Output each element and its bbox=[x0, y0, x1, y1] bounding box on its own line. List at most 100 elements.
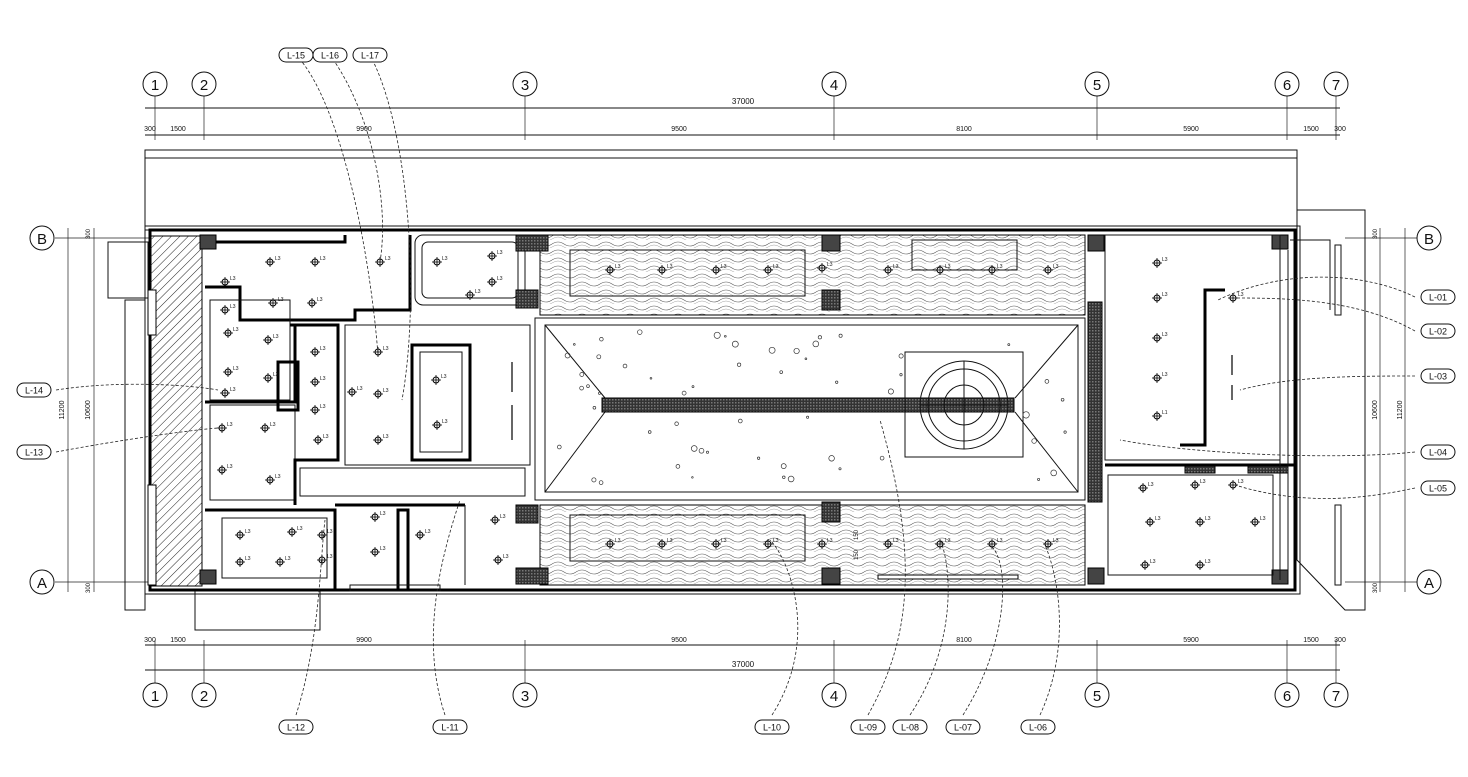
lamp-label: L3 bbox=[275, 256, 281, 262]
small-dim-1: 150 bbox=[854, 529, 860, 540]
grid-col-bubble-top-7: 7 bbox=[1332, 77, 1340, 94]
left-dim-overall: 11200 bbox=[59, 400, 66, 419]
lamp-fixture: L3 bbox=[763, 264, 779, 275]
lamp-fixture: L3 bbox=[1152, 332, 1168, 343]
callout-tag-l-12: L-12 bbox=[278, 719, 314, 735]
callout-tag-l-02: L-02 bbox=[1420, 323, 1456, 339]
grid-col-bubble-bottom-1: 1 bbox=[151, 688, 159, 705]
downlight-dot bbox=[564, 352, 571, 359]
lamp-label: L3 bbox=[615, 264, 621, 270]
lamp-fixture: L3 bbox=[220, 387, 236, 398]
lamp-label: L3 bbox=[230, 304, 236, 310]
lamp-fixture: L3 bbox=[1195, 516, 1211, 527]
callout-label: L-17 bbox=[361, 51, 379, 61]
lamp-fixture: L3 bbox=[263, 334, 279, 345]
lamp-fixture: L3 bbox=[605, 538, 621, 549]
lamp-label: L3 bbox=[273, 372, 279, 378]
bottom-total-dim: 37000 bbox=[732, 660, 755, 669]
downlight-dot bbox=[828, 455, 835, 462]
downlight-dot bbox=[899, 373, 903, 377]
lamp-fixture: L3 bbox=[220, 304, 236, 315]
grid-col-bubble-bottom-7: 7 bbox=[1332, 688, 1340, 705]
lamp-label: L3 bbox=[773, 538, 779, 544]
lamp-fixture: L3 bbox=[1138, 482, 1154, 493]
building-outline bbox=[107, 149, 1366, 631]
lamp-fixture: L3 bbox=[817, 538, 833, 549]
callout-tag-l-05: L-05 bbox=[1420, 480, 1456, 496]
downlight-dot bbox=[1007, 343, 1011, 346]
lamp-label: L3 bbox=[1148, 482, 1154, 488]
downlight-dot bbox=[1050, 469, 1057, 477]
left-dim-edge-bottom: 300 bbox=[86, 582, 92, 593]
downlight-dot bbox=[579, 372, 585, 377]
lamp-fixture: L3 bbox=[260, 422, 276, 433]
callout-label: L-03 bbox=[1429, 372, 1447, 382]
callout-label: L-07 bbox=[954, 723, 972, 733]
callout-label: L-04 bbox=[1429, 448, 1447, 458]
lamp-fixture: L3 bbox=[657, 264, 673, 275]
callout-tag-l-07: L-07 bbox=[945, 719, 981, 735]
lamp-fixture: L3 bbox=[1228, 292, 1244, 303]
lamp-label: L3 bbox=[615, 538, 621, 544]
lamp-fixture: L3 bbox=[487, 276, 503, 287]
lamp-fixture: L3 bbox=[275, 556, 291, 567]
downlight-dot bbox=[591, 477, 597, 483]
lamp-fixture: L3 bbox=[235, 556, 251, 567]
bottom-dim-seg-3: 9900 bbox=[356, 637, 372, 644]
lamp-fixture: L3 bbox=[490, 514, 506, 525]
callout-label: L-16 bbox=[321, 51, 339, 61]
downlight-dot bbox=[738, 418, 743, 424]
lamp-label: L3 bbox=[385, 256, 391, 262]
lamp-fixture: L3 bbox=[265, 256, 281, 267]
lamp-fixture: L3 bbox=[1190, 479, 1206, 490]
lamp-label: L3 bbox=[1205, 516, 1211, 522]
lamp-label: L3 bbox=[997, 538, 1003, 544]
lamp-fixture: L3 bbox=[883, 538, 899, 549]
downlight-dot bbox=[649, 376, 653, 380]
downlight-dot bbox=[622, 363, 628, 369]
callout-tag-l-03: L-03 bbox=[1420, 368, 1456, 384]
downlight-dot bbox=[573, 343, 576, 346]
downlight-dot bbox=[724, 334, 727, 338]
lamp-label: L3 bbox=[383, 388, 389, 394]
lamp-label: L3 bbox=[1162, 372, 1168, 378]
lamp-label: L3 bbox=[442, 419, 448, 425]
downlight-dot bbox=[782, 475, 786, 479]
callout-label: L-02 bbox=[1429, 327, 1447, 337]
top-dimension-lines: 37000 300 1500 9900 9500 8100 5900 1500 … bbox=[144, 97, 1346, 136]
grid-col-bubble-bottom-5: 5 bbox=[1093, 688, 1101, 705]
top-dim-seg-6: 5900 bbox=[1183, 126, 1199, 133]
lamp-fixture: L3 bbox=[313, 434, 329, 445]
callout-label: L-12 bbox=[287, 723, 305, 733]
lamp-label: L3 bbox=[721, 538, 727, 544]
lamp-label: L3 bbox=[278, 297, 284, 303]
lamp-fixture: L3 bbox=[223, 366, 239, 377]
lamp-fixture: L3 bbox=[310, 376, 326, 387]
grid-row-bubble-left-B: B bbox=[37, 231, 47, 248]
lamp-fixture: L3 bbox=[1152, 372, 1168, 383]
downlight-dot bbox=[1022, 411, 1030, 419]
downlight-dot bbox=[887, 388, 894, 395]
lamp-label: L3 bbox=[227, 464, 233, 470]
lamp-label: L3 bbox=[233, 366, 239, 372]
grid-col-bubble-top-3: 3 bbox=[521, 77, 529, 94]
downlight-dot bbox=[731, 340, 739, 348]
bottom-dimension-lines: 37000 300 1500 9900 9500 8100 5900 1500 … bbox=[144, 637, 1346, 671]
callout-tag-l-10: L-10 bbox=[754, 719, 790, 735]
downlight-dot bbox=[757, 456, 761, 460]
right-rooms bbox=[1104, 234, 1342, 586]
callout-tag-l-09: L-09 bbox=[850, 719, 886, 735]
lamp-label: L3 bbox=[1238, 479, 1244, 485]
callout-label: L-11 bbox=[441, 723, 458, 733]
downlight-dot bbox=[838, 333, 843, 338]
downlight-dot bbox=[586, 384, 590, 388]
top-dim-seg-4: 9500 bbox=[671, 126, 687, 133]
lamp-label: L3 bbox=[1162, 332, 1168, 338]
lamp-fixture: L3 bbox=[817, 262, 833, 273]
lamp-label: L3 bbox=[1162, 257, 1168, 263]
lamp-fixture: L3 bbox=[1228, 479, 1244, 490]
grid-col-bubble-top-5: 5 bbox=[1093, 77, 1101, 94]
downlight-dot bbox=[637, 329, 643, 335]
lamp-label: L3 bbox=[893, 264, 899, 270]
